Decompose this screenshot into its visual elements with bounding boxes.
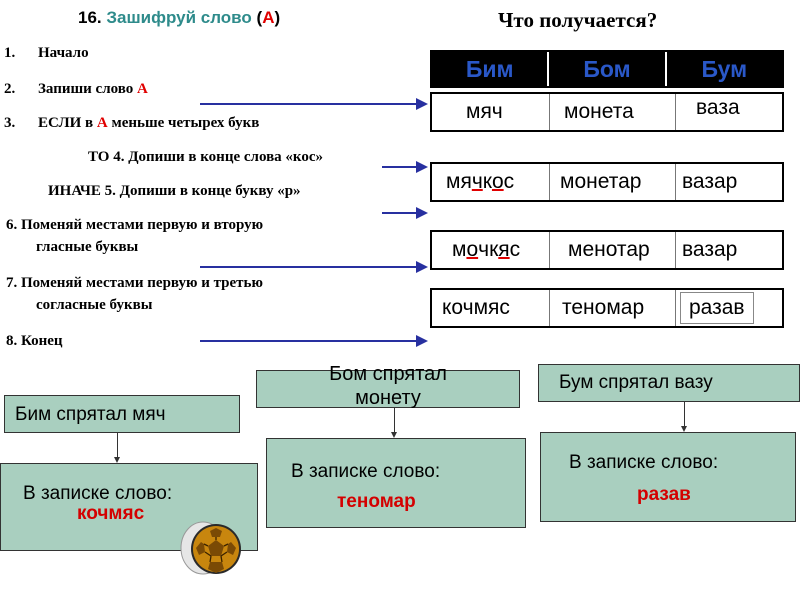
header-bim: Бим [432, 52, 550, 86]
task-title: 16. Зашифруй слово (А) [78, 8, 280, 28]
paren-close: ) [274, 8, 281, 27]
step-6-line1: 6. Поменяй местами первую и вторую [6, 217, 264, 233]
step-6-line2: гласные буквы [36, 239, 139, 255]
connector-bum [681, 402, 687, 432]
header-bum: Бум [701, 55, 748, 82]
bum-note-box: В записке слово: разав [540, 432, 796, 522]
task-text: Зашифруй слово [106, 8, 252, 27]
step-7-line2: согласные буквы [36, 297, 153, 313]
word-cell: вазар [682, 238, 738, 261]
bom-hid-line2: монету [355, 387, 421, 409]
word-cell: ваза [696, 96, 740, 119]
paren-open: ( [256, 8, 263, 27]
word-cell: вазар [682, 170, 738, 193]
step-1: 1. Начало [4, 45, 89, 61]
word-cell: мяч [432, 94, 550, 130]
step-else: ИНАЧЕ 5. Допиши в конце букву «р» [48, 183, 301, 199]
step-8: 8. Конец [6, 333, 63, 349]
arrow-step7 [200, 335, 428, 347]
bim-answer: кочмяс [77, 503, 145, 524]
step-3: 3. ЕСЛИ в А меньше четырех букв [4, 115, 260, 131]
step-7-line1: 7. Поменяй местами первую и третью [6, 275, 263, 291]
bim-hid-box: Бим спрятал мяч [4, 395, 240, 433]
word-cell: кочмяс [432, 290, 550, 326]
word-cell: теномар [550, 290, 676, 326]
table-header: Бим Бом Бум [430, 50, 784, 88]
word-cell: монета [550, 94, 676, 130]
bom-note-label: В записке слово: [291, 461, 441, 482]
arrow-step2 [200, 98, 428, 110]
question-heading: Что получается? [498, 8, 658, 32]
step-2: 2. Запиши слово А [4, 81, 148, 97]
table-row: мяч монета ваза [430, 92, 784, 132]
bom-hid-line1: Бом спрятал [329, 363, 447, 385]
bum-answer: разав [637, 484, 691, 505]
bum-hid-box: Бум спрятал вазу [538, 364, 800, 402]
bom-note-box: В записке слово: теномар [266, 438, 526, 528]
bom-answer: теномар [337, 491, 416, 512]
highlighted-answer: разав [680, 292, 754, 324]
connector-bim [114, 433, 120, 463]
task-variable: А [262, 8, 275, 27]
step-then: ТО 4. Допиши в конце слова «кос» [88, 149, 324, 165]
football-icon [180, 520, 242, 576]
word-cell: разав [676, 290, 782, 326]
connector-bom [391, 408, 397, 438]
word-cell: монетар [550, 164, 676, 200]
bim-note-label: В записке слово: [23, 483, 173, 504]
arrow-step4 [382, 161, 428, 173]
header-bom: Бом [549, 52, 667, 86]
task-number: 16. [78, 8, 102, 27]
table-row: кочмяс теномар разав [430, 288, 784, 328]
word-cell: менотар [550, 232, 676, 268]
bom-hid-box: Бом спрятал монету [256, 363, 520, 409]
bum-note-label: В записке слово: [569, 452, 719, 473]
arrow-step6 [200, 261, 428, 273]
arrow-step5 [382, 207, 428, 219]
